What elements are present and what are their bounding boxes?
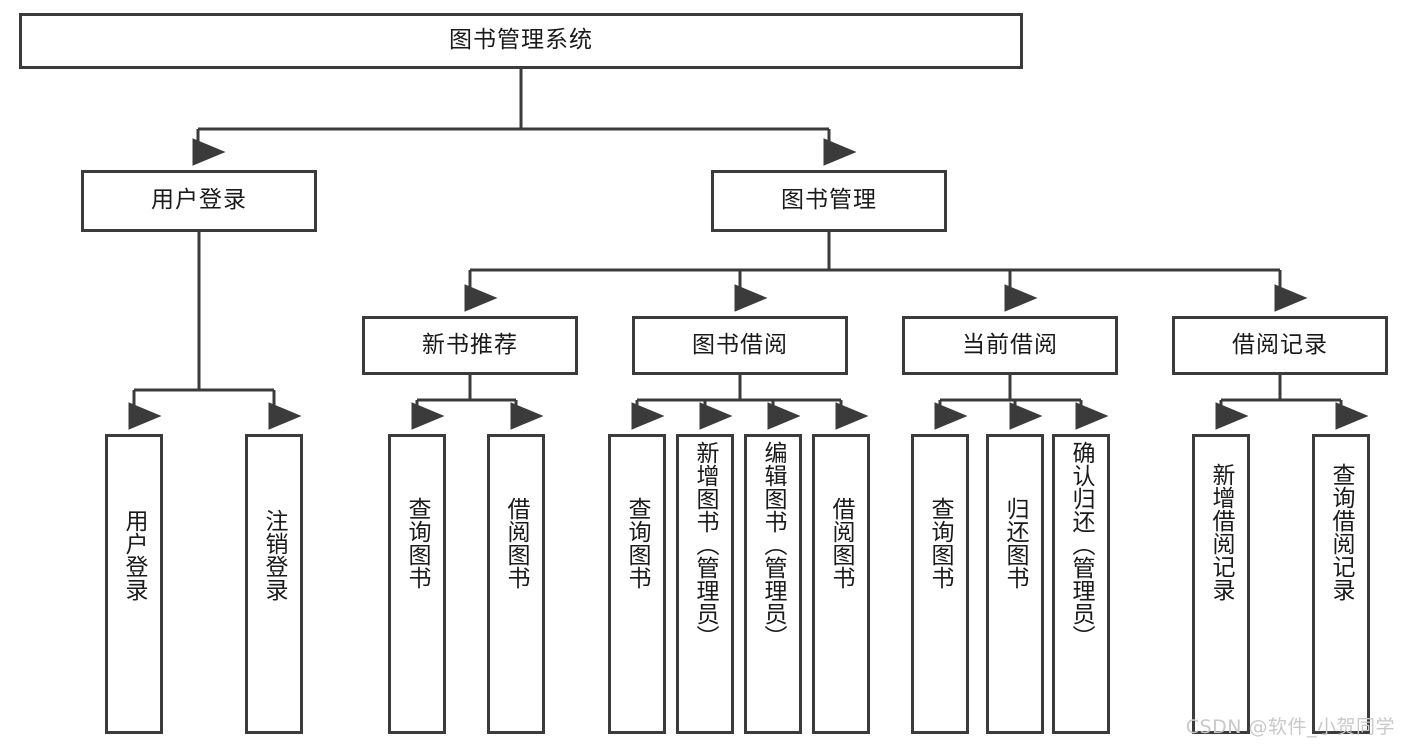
node-new-book-recommend-label: 新书推荐 [422,331,518,358]
connector-userlogin-to-leaves [128,232,302,430]
watermark-text: CSDN @软件_小贺同学 [1185,716,1395,738]
node-leaf-query-book-borrow[interactable]: 查询图书 [608,434,666,734]
node-leaf-borrow-book-new-label: 借阅图书 [503,497,530,589]
node-leaf-add-book-admin[interactable]: 新增图书（管理员） [676,434,734,734]
node-leaf-user-login-label: 用户登录 [121,509,148,601]
node-new-book-recommend[interactable]: 新书推荐 [362,316,578,375]
node-borrow-records-label: 借阅记录 [1232,331,1328,358]
node-book-management[interactable]: 图书管理 [711,170,947,232]
node-leaf-add-book-admin-label: 新增图书（管理员） [692,441,719,648]
node-user-login-label: 用户登录 [151,187,247,214]
connector-newbook-to-leaves [411,375,544,430]
node-leaf-confirm-return-admin[interactable]: 确认归还（管理员） [1052,434,1110,734]
node-leaf-user-login[interactable]: 用户登录 [105,434,163,734]
node-leaf-query-book-current[interactable]: 查询图书 [911,434,969,734]
node-leaf-add-borrow-record-label: 新增借阅记录 [1208,463,1235,601]
connector-currentborrow-to-leaves [934,375,1109,430]
node-user-login[interactable]: 用户登录 [81,170,317,232]
node-leaf-borrow-book[interactable]: 借阅图书 [812,434,870,734]
node-leaf-query-book-current-label: 查询图书 [927,497,954,589]
node-book-borrow[interactable]: 图书借阅 [632,316,848,375]
node-current-borrow-label: 当前借阅 [962,331,1058,358]
node-root[interactable]: 图书管理系统 [19,13,1023,69]
node-leaf-edit-book-admin[interactable]: 编辑图书（管理员） [744,434,802,734]
node-book-borrow-label: 图书借阅 [692,331,788,358]
node-root-label: 图书管理系统 [449,27,593,54]
node-current-borrow[interactable]: 当前借阅 [902,316,1118,375]
node-book-management-label: 图书管理 [781,187,877,214]
node-leaf-edit-book-admin-label: 编辑图书（管理员） [760,441,787,648]
node-leaf-logout-label: 注销登录 [261,509,288,601]
node-leaf-query-book-borrow-label: 查询图书 [624,497,651,589]
node-leaf-return-book-label: 归还图书 [1002,497,1029,589]
node-leaf-query-book-new-label: 查询图书 [404,497,431,589]
connector-bookmgmt-to-level3 [464,232,1308,312]
node-leaf-borrow-book-label: 借阅图书 [828,497,855,589]
node-leaf-confirm-return-admin-label: 确认归还（管理员） [1068,441,1095,648]
connector-root-to-level2 [192,69,857,166]
node-borrow-records[interactable]: 借阅记录 [1172,316,1388,375]
node-leaf-query-borrow-record-label: 查询借阅记录 [1328,463,1355,601]
node-leaf-query-book-new[interactable]: 查询图书 [388,434,446,734]
node-leaf-query-borrow-record[interactable]: 查询借阅记录 [1312,434,1370,734]
node-leaf-logout[interactable]: 注销登录 [245,434,303,734]
node-leaf-return-book[interactable]: 归还图书 [986,434,1044,734]
node-leaf-add-borrow-record[interactable]: 新增借阅记录 [1192,434,1250,734]
connector-bookborrow-to-leaves [631,375,869,430]
node-leaf-borrow-book-new[interactable]: 借阅图书 [487,434,545,734]
connector-borrowrecords-to-leaves [1215,375,1369,430]
